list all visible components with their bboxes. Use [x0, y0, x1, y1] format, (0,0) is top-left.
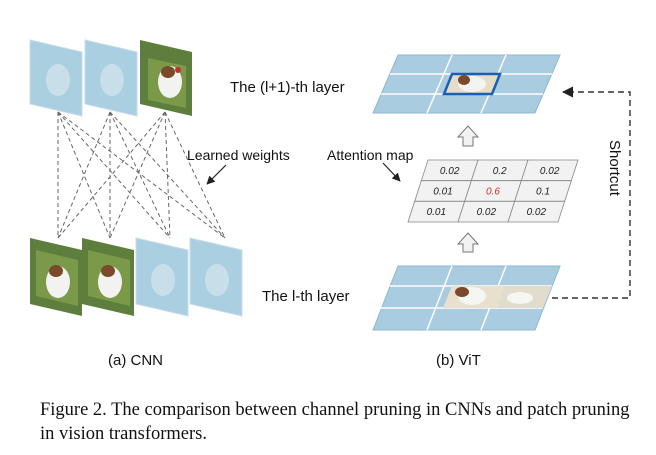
vit-highlight-box [442, 72, 502, 96]
attention-value: 0.01 [433, 187, 452, 198]
cnn-top-channel-2 [84, 39, 138, 117]
vit-up-arrow-top [456, 125, 480, 147]
learned-weights-label: Learned weights [187, 147, 290, 163]
cnn-subfigure-label: (a) CNN [108, 352, 163, 369]
attention-value: 0.02 [540, 166, 560, 177]
attention-value: 0.02 [477, 207, 497, 218]
layer-top-label: The (l+1)-th layer [230, 79, 345, 96]
attention-value: 0.02 [527, 207, 547, 218]
figure-caption: Figure 2. The comparison between channel… [40, 400, 630, 444]
attention-value: 0.2 [493, 166, 507, 177]
attention-value: 0.02 [440, 166, 460, 177]
shortcut-label: Shortcut [606, 140, 623, 197]
cnn-top-channel-1 [29, 39, 83, 117]
shortcut-path [552, 86, 631, 299]
cnn-bottom-channel-1-photo [30, 238, 82, 316]
cnn-top-channel-3-photo [140, 40, 192, 116]
attention-value: 0.01 [427, 207, 446, 218]
attention-map: 0.02 0.2 0.02 0.01 0.6 0.1 0.01 0.02 0.02 [407, 159, 579, 223]
attention-map-label: Attention map [327, 147, 414, 163]
attention-value: 0.1 [536, 187, 550, 198]
attention-cell [507, 200, 566, 223]
cnn-bottom-channel-3 [135, 237, 189, 317]
vit-subfigure-label: (b) ViT [436, 352, 481, 369]
vit-top-layer [372, 54, 561, 114]
vit-bottom-layer [372, 265, 561, 331]
attention-value: 0.6 [486, 187, 500, 198]
vit-up-arrow-bottom [456, 232, 480, 253]
cnn-bottom-channel-4 [189, 237, 243, 317]
attention-map-pointer [382, 162, 401, 182]
learned-weights-pointer [206, 164, 227, 185]
layer-bottom-label: The l-th layer [262, 288, 350, 305]
cnn-weight-connections [57, 111, 226, 239]
cnn-bottom-channel-2-photo [82, 238, 134, 316]
